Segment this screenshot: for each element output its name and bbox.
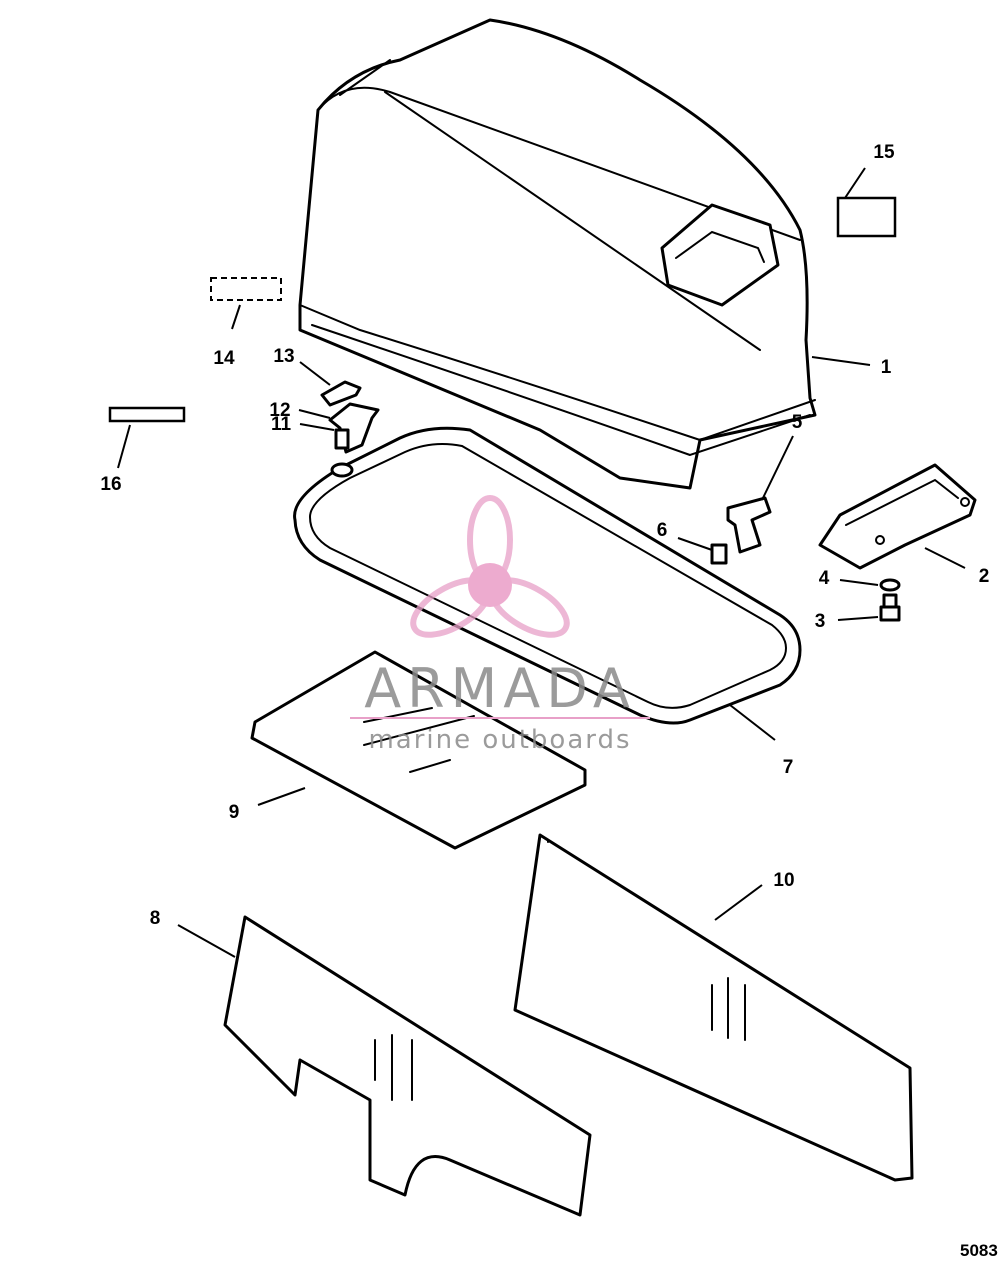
leader-lines (117, 167, 966, 958)
callout-14: 14 (213, 348, 235, 369)
large-panel (513, 833, 914, 1182)
callout-7: 7 (783, 757, 794, 778)
latch-clip (710, 496, 772, 565)
armada-watermark: ARMADA marine outboards (350, 495, 650, 755)
callout-1: 1 (881, 357, 892, 378)
callout-12: 12 (269, 400, 290, 421)
screw-and-washer (879, 578, 901, 622)
callout-10: 10 (773, 870, 794, 891)
callout-2: 2 (979, 566, 990, 587)
decal-15-outline (836, 196, 897, 238)
watermark-brand: ARMADA (364, 657, 636, 720)
top-cowl (298, 18, 817, 490)
callout-16: 16 (100, 474, 121, 495)
small-pad (250, 650, 587, 850)
callout-9: 9 (229, 802, 240, 823)
callout-13: 13 (273, 346, 294, 367)
decal-16-outline (108, 406, 186, 423)
callout-3: 3 (815, 611, 826, 632)
shaped-panel (223, 915, 592, 1217)
callout-8: 8 (150, 908, 161, 929)
propeller-logo (410, 495, 570, 638)
propeller-hub (468, 563, 512, 607)
callout-11: 11 (271, 414, 292, 435)
callout-4: 4 (819, 568, 830, 589)
figure-number: 5083 (960, 1241, 998, 1260)
side-bracket (818, 463, 977, 570)
decal-14-outline (210, 277, 282, 301)
left-hardware (320, 380, 380, 478)
callout-15: 15 (873, 142, 895, 163)
callout-5: 5 (792, 412, 803, 433)
callout-6: 6 (657, 520, 668, 541)
watermark-tagline: marine outboards (368, 725, 631, 755)
